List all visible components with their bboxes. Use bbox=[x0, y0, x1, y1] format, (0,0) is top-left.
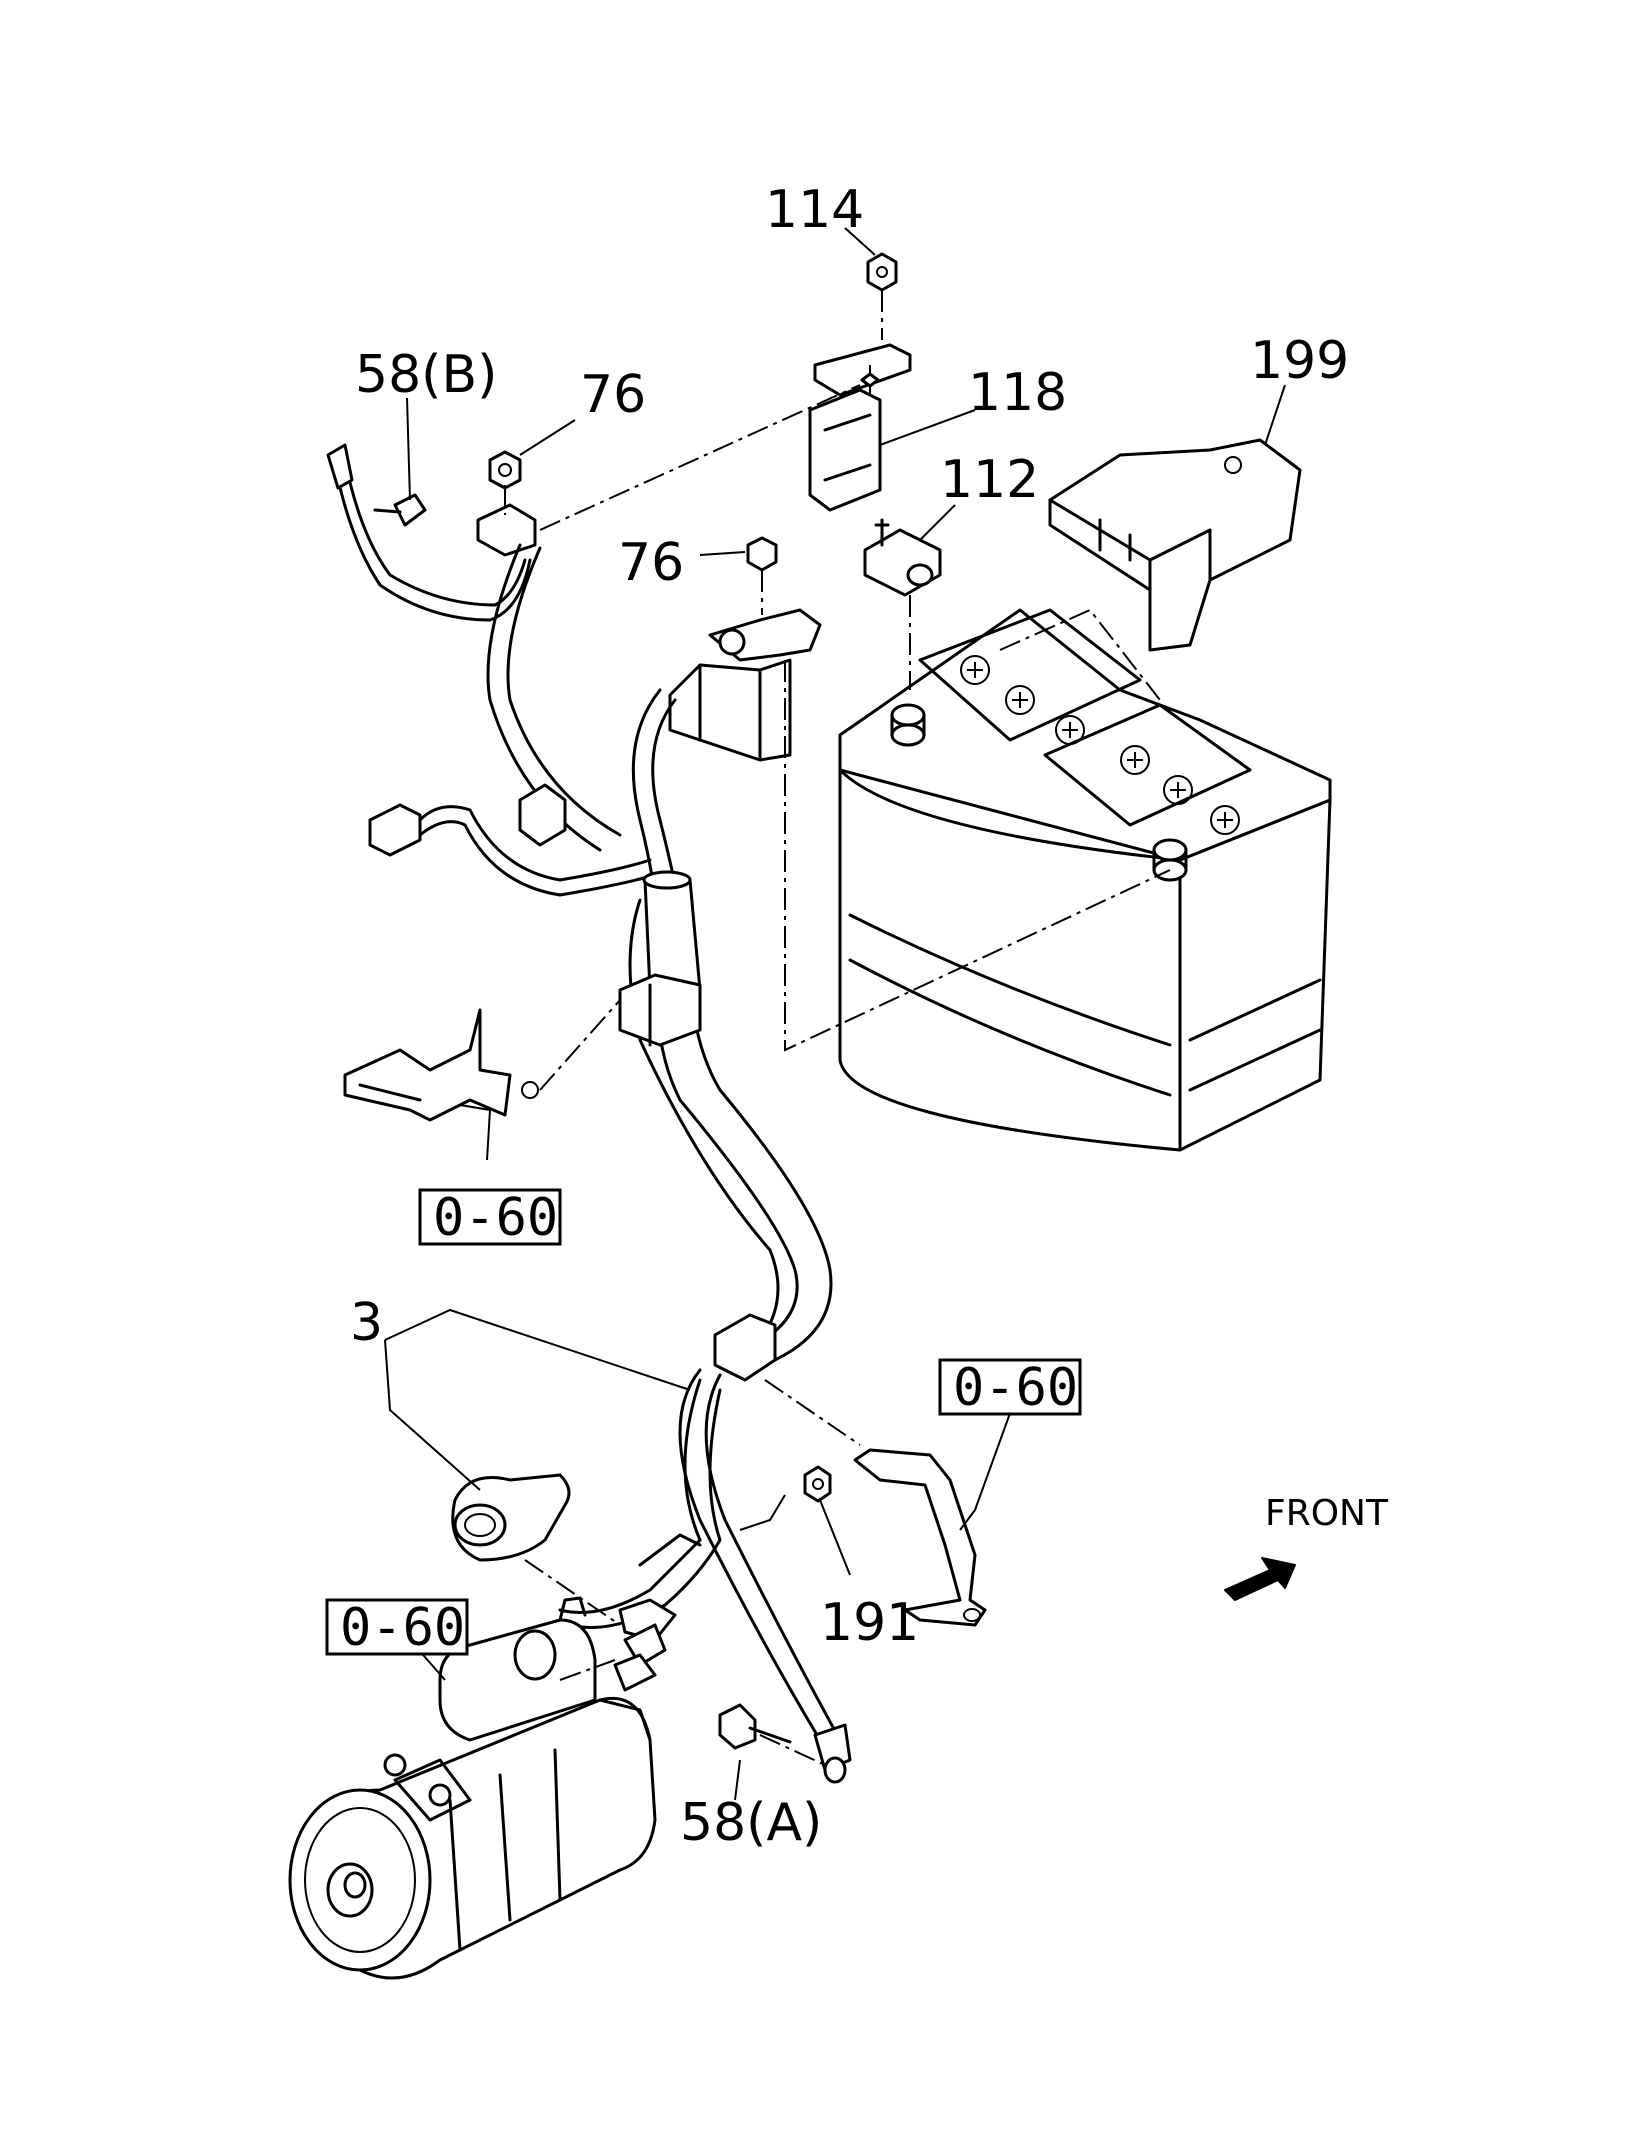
callout-199: 199 bbox=[1250, 331, 1349, 391]
ground-terminal bbox=[813, 1723, 852, 1784]
callout-118: 118 bbox=[968, 363, 1067, 423]
callout-58a: 58(A) bbox=[680, 1793, 822, 1853]
nut-191 bbox=[803, 1465, 832, 1503]
fusible-link-block bbox=[808, 343, 912, 512]
battery bbox=[838, 608, 1332, 1152]
callout-76-top: 76 bbox=[580, 365, 646, 425]
bracket-lower-right bbox=[853, 1448, 987, 1627]
starter-stud bbox=[613, 1653, 657, 1692]
nut-76-left bbox=[488, 450, 522, 490]
bracket-upper-left bbox=[343, 1008, 539, 1122]
ref-box-1: 0-60 bbox=[418, 1188, 562, 1248]
terminal-clamp-112 bbox=[863, 518, 942, 597]
ref-box-3: 0-60 bbox=[325, 1598, 469, 1658]
assembly-lines bbox=[504, 290, 1171, 1766]
leader-lines bbox=[384, 227, 1286, 1801]
callout-76-center: 76 bbox=[618, 533, 684, 593]
callout-58b: 58(B) bbox=[355, 345, 497, 405]
front-label: FRONT bbox=[1265, 1493, 1389, 1534]
front-indicator: FRONT bbox=[1224, 1493, 1389, 1601]
ref-box-2-label: 0-60 bbox=[953, 1358, 1078, 1418]
bolt-58b bbox=[373, 493, 427, 527]
nut-114 bbox=[866, 252, 898, 292]
starter-motor bbox=[288, 1596, 657, 1980]
callout-112: 112 bbox=[940, 450, 1039, 510]
terminal-cover bbox=[1048, 438, 1302, 652]
starter-terminal-lug bbox=[618, 1533, 702, 1667]
ref-box-2: 0-60 bbox=[938, 1358, 1082, 1418]
ref-box-3-label: 0-60 bbox=[340, 1598, 465, 1658]
positive-junction-block bbox=[668, 536, 822, 762]
terminal-boot bbox=[451, 1473, 571, 1562]
cable-harness bbox=[326, 443, 842, 1742]
bolt-58a bbox=[718, 1703, 792, 1750]
callout-3: 3 bbox=[350, 1293, 383, 1353]
ref-box-1-label: 0-60 bbox=[433, 1188, 558, 1248]
callout-191: 191 bbox=[820, 1593, 919, 1653]
callout-114: 114 bbox=[765, 180, 864, 240]
front-arrow-icon bbox=[1224, 1557, 1296, 1601]
